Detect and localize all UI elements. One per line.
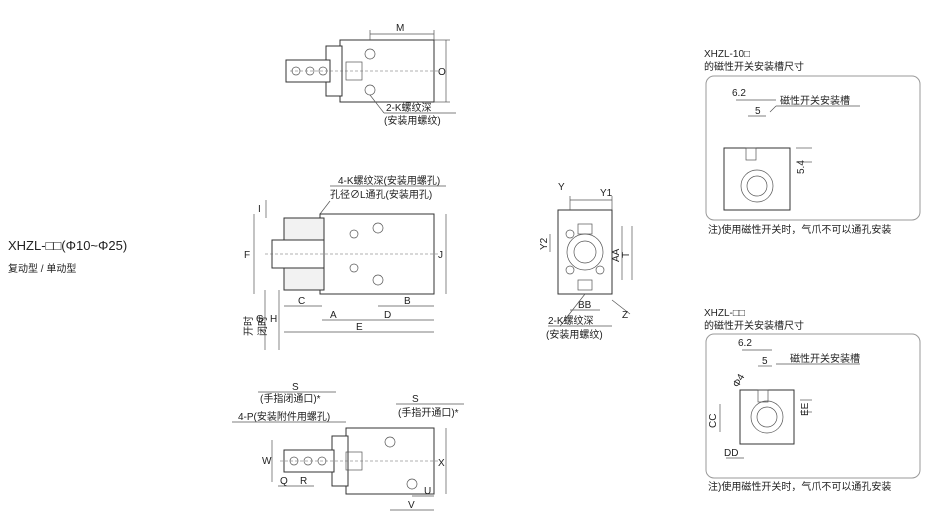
slot-bottom-5: 5 [762,356,768,367]
top-view: M O 2-K螺纹深 (安装用螺纹) [285,23,456,127]
slot-panel-bottom: XHZL-□□ 的磁性开关安装槽尺寸 6.2 5 磁性开关安装槽 Φ4 CC E… [704,308,921,493]
slot-bottom-label: 磁性开关安装槽 [790,352,860,365]
top-note-2: (安装用螺纹) [384,114,441,127]
side-note-1: 2-K螺纹深 [548,314,594,327]
s-right-note: (手指开通口)* [398,406,459,419]
top-note-1: 2-K螺纹深 [386,101,432,114]
dim-x: X [438,458,445,469]
dim-u: U [424,486,431,497]
dim-q: Q [280,476,288,487]
dim-h: H [270,314,277,325]
dim-aa: AA [611,248,622,262]
slot-top-5: 5 [755,106,761,117]
s-right: S [412,394,419,405]
front-note-2: 孔径∅L通孔(安装用孔) [330,188,432,201]
p-note: 4-P(安装附件用螺孔) [238,410,330,423]
dim-bb: BB [578,300,592,311]
dim-w: W [262,456,272,467]
slot-top-label: 磁性开关安装槽 [780,94,850,107]
dim-g: G [256,314,264,325]
dim-c: C [298,296,305,307]
slot-bottom-title-2: 的磁性开关安装槽尺寸 [704,319,804,332]
slot-bottom-62: 6.2 [738,338,752,349]
bottom-view: S (手指闭通口)* S (手指开通口)* 4-P(安装附件用螺孔) W Q R… [232,382,464,511]
slot-top-note: 注)使用磁性开关时，气爪不可以通孔安装 [708,223,891,236]
dim-f: F [244,250,250,261]
slot-bottom-phi4: Φ4 [731,372,748,390]
s-left-note: (手指闭通口)* [260,392,321,405]
dim-o: O [438,67,446,78]
side-view: Y Y1 Y2 AA T BB Z 2-K螺纹深 (安装用螺纹) [539,182,633,341]
dim-m: M [396,23,404,34]
dim-t: T [621,252,632,258]
dim-e: E [356,322,363,333]
front-note-1: 4-K螺纹深(安装用螺孔) [338,174,440,187]
label-open: 开时 [243,316,255,336]
model-subtitle: 复动型 / 单动型 [8,262,76,275]
dim-y1: Y1 [600,188,613,199]
slot-bottom-dd: DD [724,448,738,459]
dim-y2: Y2 [539,237,550,250]
side-note-2: (安装用螺纹) [546,328,603,341]
slot-top-title-1: XHZL-10□ [704,49,750,60]
dim-j: J [438,250,443,261]
slot-bottom-note: 注)使用磁性开关时，气爪不可以通孔安装 [708,480,891,493]
slot-top-62: 6.2 [732,88,746,99]
slot-bottom-cc: CC [708,414,719,428]
model-title: XHZL-□□(Φ10~Φ25) [8,238,127,253]
slot-top-54: 5.4 [796,160,807,174]
dim-z: Z [622,310,628,321]
dim-a: A [330,310,337,321]
s-left: S [292,382,299,393]
slot-bottom-ee: EE [800,402,811,416]
front-view: 4-K螺纹深(安装用螺孔) 孔径∅L通孔(安装用孔) F I J C A D B… [243,174,447,350]
dim-d: D [384,310,391,321]
label-close: 闭时 [256,316,269,336]
dim-y: Y [558,182,565,193]
slot-panel-top: XHZL-10□ 的磁性开关安装槽尺寸 6.2 5 磁性开关安装槽 5.4 注)… [704,49,921,236]
dim-b: B [404,296,411,307]
dim-r: R [300,476,307,487]
slot-bottom-title-1: XHZL-□□ [704,308,745,319]
slot-top-title-2: 的磁性开关安装槽尺寸 [704,60,804,73]
dim-v: V [408,500,415,511]
dim-i: I [258,204,261,215]
